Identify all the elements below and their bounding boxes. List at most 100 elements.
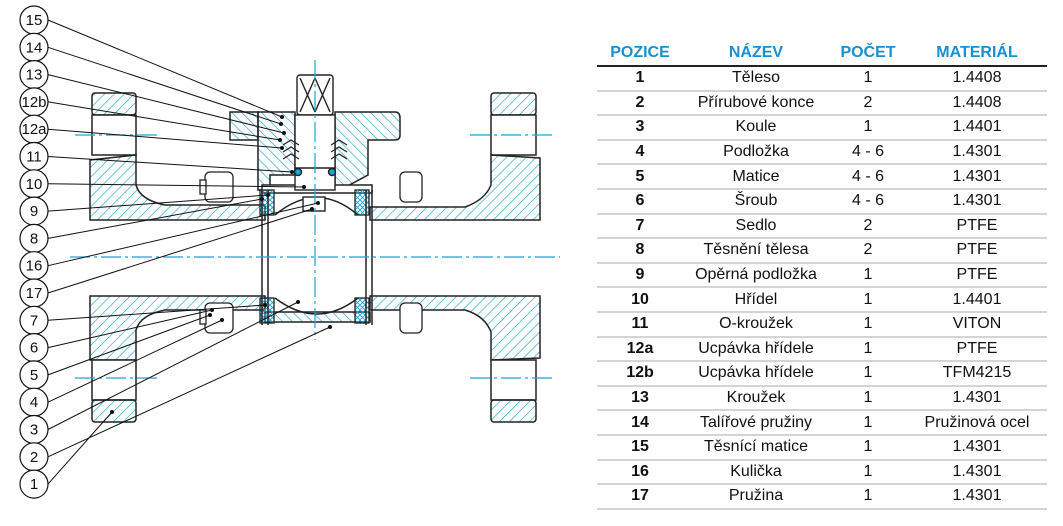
cell-name: Kulička bbox=[683, 459, 829, 486]
leader-dot bbox=[210, 308, 214, 312]
cell-position: 2 bbox=[597, 90, 683, 117]
cell-quantity: 1 bbox=[829, 385, 907, 412]
leader-line bbox=[47, 411, 113, 485]
callout-16: 16 bbox=[19, 251, 49, 281]
cell-material: 1.4301 bbox=[907, 484, 1047, 510]
cell-quantity: 1 bbox=[829, 459, 907, 486]
cell-quantity: 1 bbox=[829, 115, 907, 141]
cell-name: O-kroužek bbox=[683, 311, 829, 338]
leader-line bbox=[47, 202, 319, 267]
leader-line bbox=[47, 304, 266, 321]
callout-15: 15 bbox=[19, 5, 49, 35]
cell-quantity: 2 bbox=[829, 213, 907, 240]
header-quantity: POČET bbox=[829, 36, 907, 67]
cell-material: 1.4408 bbox=[907, 90, 1047, 117]
cell-position: 7 bbox=[597, 213, 683, 240]
cell-name: Těleso bbox=[683, 66, 829, 92]
callout-9: 9 bbox=[19, 196, 49, 226]
cell-position: 6 bbox=[597, 188, 683, 215]
callout-label: 3 bbox=[30, 422, 38, 439]
cell-material: 1.4301 bbox=[907, 434, 1047, 461]
cell-name: Ucpávka hřídele bbox=[683, 336, 829, 363]
leader-line bbox=[47, 128, 283, 149]
cell-name: Ucpávka hřídele bbox=[683, 361, 829, 387]
leader-line bbox=[47, 208, 313, 294]
leader-dot bbox=[290, 170, 294, 174]
leader-dot bbox=[220, 318, 224, 322]
cell-quantity: 4 - 6 bbox=[829, 139, 907, 166]
cell-material: TFM4215 bbox=[907, 361, 1047, 387]
centerlines bbox=[70, 60, 560, 379]
leader-dot bbox=[280, 115, 284, 119]
callout-8: 8 bbox=[19, 223, 49, 253]
cell-position: 1 bbox=[597, 66, 683, 92]
callout-label: 6 bbox=[30, 340, 38, 357]
leader-dot bbox=[316, 201, 320, 205]
cell-position: 4 bbox=[597, 139, 683, 166]
callout-14: 14 bbox=[19, 32, 49, 62]
cell-quantity: 1 bbox=[829, 287, 907, 313]
callout-2: 2 bbox=[19, 442, 49, 472]
header-name: NÁZEV bbox=[683, 36, 829, 67]
leader-dot bbox=[328, 325, 332, 329]
callout-4: 4 bbox=[19, 387, 49, 417]
cell-quantity: 1 bbox=[829, 336, 907, 363]
leader-line bbox=[47, 309, 213, 349]
callout-label: 4 bbox=[30, 394, 38, 411]
left-flange bbox=[89, 92, 266, 423]
cell-quantity: 2 bbox=[829, 238, 907, 264]
callout-5: 5 bbox=[19, 360, 49, 390]
cell-name: Podložka bbox=[683, 139, 829, 166]
callout-label: 15 bbox=[26, 12, 43, 29]
cell-name: Pružina bbox=[683, 484, 829, 510]
callout-12a: 12a bbox=[19, 114, 49, 144]
callout-6: 6 bbox=[19, 333, 49, 363]
callout-circle bbox=[19, 469, 49, 499]
cell-quantity: 1 bbox=[829, 66, 907, 92]
cell-name: Sedlo bbox=[683, 213, 829, 240]
callout-label: 12b bbox=[21, 94, 46, 111]
cell-name: Hřídel bbox=[683, 287, 829, 313]
leader-dot bbox=[110, 410, 114, 414]
right-flange bbox=[369, 92, 541, 423]
callout-label: 11 bbox=[26, 149, 42, 166]
cell-material: PTFE bbox=[907, 238, 1047, 264]
table-header-row: POZICE NÁZEV POČET MATERIÁL bbox=[597, 36, 1047, 67]
callout-label: 7 bbox=[30, 312, 38, 329]
cell-quantity: 2 bbox=[829, 90, 907, 117]
cell-position: 14 bbox=[597, 410, 683, 436]
cell-name: Koule bbox=[683, 115, 829, 141]
leader-dot bbox=[296, 300, 300, 304]
cell-material: 1.4301 bbox=[907, 188, 1047, 215]
cell-quantity: 1 bbox=[829, 311, 907, 338]
leader-dot bbox=[278, 138, 282, 142]
callout-label: 1 bbox=[30, 476, 38, 493]
callout-3: 3 bbox=[19, 414, 49, 445]
leader-dot bbox=[260, 197, 264, 201]
cell-position: 12b bbox=[597, 361, 683, 387]
cell-name: Matice bbox=[683, 164, 829, 190]
leader-line bbox=[47, 198, 263, 239]
callout-label: 17 bbox=[26, 285, 43, 302]
callout-label: 9 bbox=[30, 203, 38, 220]
cell-material: PTFE bbox=[907, 262, 1047, 289]
cell-name: Těsnění tělesa bbox=[683, 238, 829, 264]
cell-material: 1.4301 bbox=[907, 459, 1047, 486]
leader-dot bbox=[282, 131, 286, 135]
leader-line bbox=[47, 46, 282, 125]
callout-7: 7 bbox=[19, 305, 49, 335]
callout-label: 14 bbox=[26, 39, 43, 56]
leader-dot bbox=[279, 122, 283, 126]
leader-line bbox=[47, 156, 293, 173]
callout-label: 8 bbox=[30, 230, 38, 247]
cell-material: PTFE bbox=[907, 213, 1047, 240]
cell-name: Talířové pružiny bbox=[683, 410, 829, 436]
